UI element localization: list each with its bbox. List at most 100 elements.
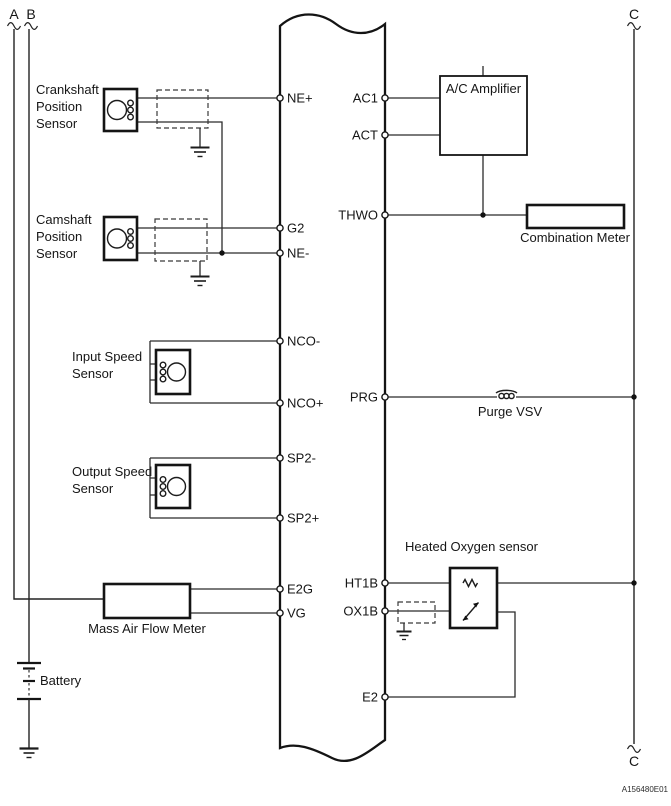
- pin-act: [381, 131, 389, 139]
- pin-label-prg: PRG: [350, 390, 378, 405]
- camshaft-coil-icon: [126, 227, 134, 235]
- combination-meter-body: [525, 203, 626, 230]
- pin-label-sp2-plus: SP2+: [287, 511, 319, 526]
- pin-label-ox1b: OX1B: [343, 604, 378, 619]
- camshaft-reluctor-icon: [106, 228, 128, 249]
- ac-amplifier-body: [439, 75, 528, 156]
- camshaft-shield-ground-icon: [190, 275, 210, 287]
- pin-label-nco-minus: NCO-: [287, 334, 320, 349]
- output-speed-sensor: Output Speed Sensor: [72, 457, 278, 519]
- maf-body: [102, 582, 192, 620]
- o2-return-to-e2-wire: [387, 611, 516, 698]
- input-speed-reluctor-icon: [166, 362, 187, 382]
- battery-ground-icon: [19, 747, 39, 759]
- bus-lines: A B C C: [6, 6, 642, 769]
- pin-label-ac1: AC1: [353, 91, 378, 106]
- crankshaft-sensor-body: [102, 87, 139, 133]
- purge-vsv: Purge VSV: [387, 389, 637, 419]
- ecu-connector: [278, 13, 387, 763]
- ecu-pins: NE+ G2 NE- NCO- NCO+ SP2- SP2+ E2G VG AC…: [276, 91, 389, 705]
- bus-a-line: [13, 29, 104, 600]
- crankshaft-coil-icon: [126, 113, 134, 121]
- purge-vsv-coil-icon: [495, 389, 518, 400]
- bus-c-top-label: C: [629, 6, 639, 22]
- pin-label-ne-plus: NE+: [287, 91, 313, 106]
- heater-resistor-icon: [462, 577, 479, 589]
- pin-label-sp2-minus: SP2-: [287, 451, 316, 466]
- output-speed-coil-icon: [159, 483, 167, 491]
- camshaft-sensor-label-line3: Sensor: [36, 246, 78, 261]
- output-speed-reluctor-icon: [166, 476, 187, 497]
- junction-dot-ht1b: [631, 580, 637, 586]
- crankshaft-sensor-label-line1: Crankshaft: [36, 82, 99, 97]
- camshaft-sensor-label-line2: Position: [36, 229, 82, 244]
- battery-label: Battery: [40, 673, 82, 688]
- o2-element-arrowhead-top: [473, 602, 479, 608]
- pin-sp2-minus: [276, 454, 284, 462]
- pin-label-thwo: THWO: [338, 208, 378, 223]
- o2-element-icon: [462, 602, 480, 621]
- pin-nco-minus: [276, 337, 284, 345]
- break-mark-b: [23, 22, 39, 30]
- ac-amplifier-label: A/C Amplifier: [446, 81, 522, 96]
- pin-e2: [381, 693, 389, 701]
- pin-ne-minus: [276, 249, 284, 257]
- junction-dot-ne-minus: [219, 250, 225, 256]
- camshaft-coil-icon: [126, 241, 134, 249]
- pin-nco-plus: [276, 399, 284, 407]
- pin-label-e2g: E2G: [287, 582, 313, 597]
- pin-sp2-plus: [276, 514, 284, 522]
- pin-label-g2: G2: [287, 221, 304, 236]
- pin-g2: [276, 224, 284, 232]
- crankshaft-sensor-label-line2: Position: [36, 99, 82, 114]
- pin-prg: [381, 393, 389, 401]
- heated-oxygen-sensor-body: [448, 566, 499, 630]
- crankshaft-position-sensor: Crankshaft Position Sensor: [36, 82, 278, 253]
- output-speed-sensor-label-line2: Sensor: [72, 481, 114, 496]
- pin-ne-plus: [276, 94, 284, 102]
- pin-label-ht1b: HT1B: [345, 576, 378, 591]
- figure-code: A156480E01: [622, 785, 669, 794]
- crankshaft-return-wire: [137, 121, 223, 253]
- pin-label-vg: VG: [287, 606, 306, 621]
- camshaft-coil-icon: [126, 234, 134, 242]
- heated-oxygen-sensor: Heated Oxygen sensor: [387, 539, 637, 698]
- input-speed-coil-icon: [159, 375, 167, 383]
- ox1b-shield-ground-icon: [396, 630, 412, 641]
- ac-amplifier: A/C Amplifier: [387, 66, 528, 215]
- break-mark-c-top: [626, 22, 642, 30]
- pin-label-ne-minus: NE-: [287, 246, 309, 261]
- battery: Battery: [17, 661, 82, 759]
- combination-meter: Combination Meter: [387, 203, 631, 245]
- junction-dot-thwo: [480, 212, 486, 218]
- crankshaft-shield: [156, 89, 209, 129]
- crankshaft-shield-ground-icon: [190, 146, 210, 158]
- pin-thwo: [381, 211, 389, 219]
- output-speed-sensor-label-line1: Output Speed: [72, 464, 152, 479]
- camshaft-position-sensor: Camshaft Position Sensor: [36, 212, 278, 287]
- output-speed-coil-icon: [159, 476, 167, 484]
- camshaft-shield: [154, 218, 208, 262]
- bus-b-label: B: [26, 6, 35, 22]
- maf-label: Mass Air Flow Meter: [88, 621, 206, 636]
- bus-c-bottom-label: C: [629, 753, 639, 769]
- camshaft-sensor-label-line1: Camshaft: [36, 212, 92, 227]
- output-speed-sensor-body: [154, 463, 192, 510]
- purge-vsv-label: Purge VSV: [478, 404, 543, 419]
- combination-meter-label: Combination Meter: [520, 230, 630, 245]
- heated-oxygen-sensor-label: Heated Oxygen sensor: [405, 539, 539, 554]
- pin-vg: [276, 609, 284, 617]
- camshaft-sensor-body: [102, 215, 139, 262]
- input-speed-coil-icon: [159, 361, 167, 369]
- pin-label-e2: E2: [362, 690, 378, 705]
- input-speed-sensor-label-line2: Sensor: [72, 366, 114, 381]
- break-mark-c-bottom: [626, 745, 642, 753]
- crankshaft-reluctor-icon: [106, 99, 128, 121]
- pin-ht1b: [381, 579, 389, 587]
- pin-ac1: [381, 94, 389, 102]
- ox1b-shield: [397, 601, 436, 624]
- ecu-body: [278, 13, 387, 763]
- crankshaft-coil-icon: [126, 106, 134, 114]
